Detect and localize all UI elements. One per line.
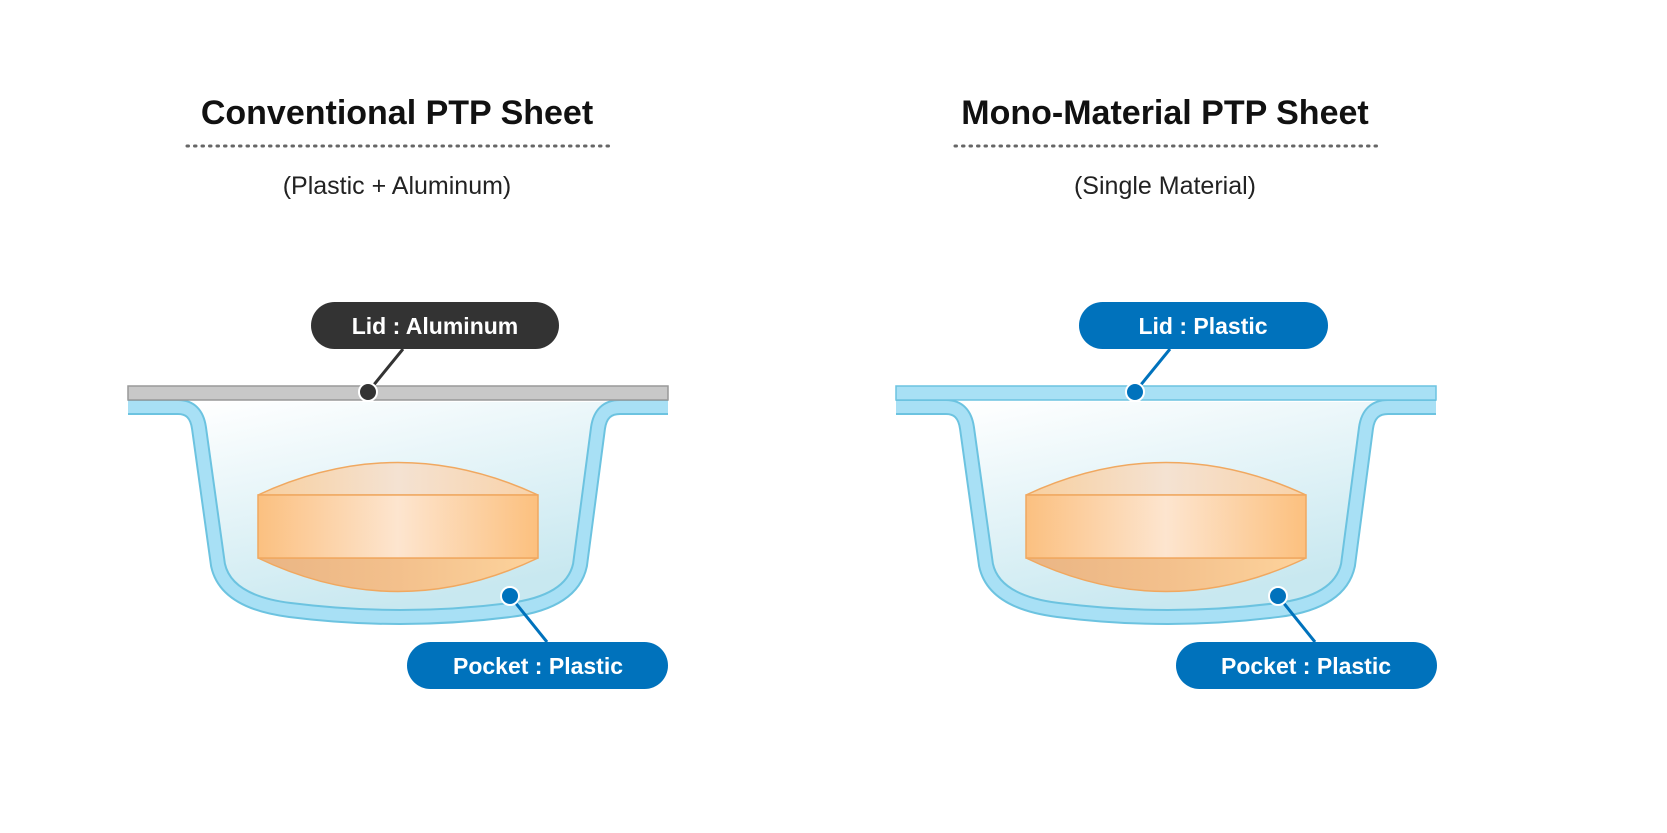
pocket-marker (500, 586, 520, 606)
conventional-ptp-panel: Conventional PTP Sheet (Plastic + Alumin… (128, 94, 668, 689)
left-subtitle: (Plastic + Aluminum) (283, 172, 512, 200)
mono-material-ptp-panel: Mono-Material PTP Sheet (Single Material… (896, 94, 1437, 689)
left-title: Conventional PTP Sheet (201, 94, 593, 132)
pocket-label: Pocket : Plastic (1221, 653, 1391, 679)
pocket-label-pill (407, 642, 668, 689)
right-title: Mono-Material PTP Sheet (961, 94, 1368, 132)
pocket-label-pill (1176, 642, 1437, 689)
pocket-label: Pocket : Plastic (453, 653, 623, 679)
plastic-lid (895, 385, 1437, 401)
lid-label: Lid : Plastic (1138, 313, 1267, 339)
lid-label: Lid : Aluminum (352, 313, 519, 339)
lid-marker (358, 382, 378, 402)
right-subtitle: (Single Material) (1074, 172, 1256, 200)
lid-label-pill (311, 302, 559, 349)
lid-marker (1125, 382, 1145, 402)
left-pocket-and-tablet (128, 402, 668, 617)
pocket-marker (1268, 586, 1288, 606)
lid-label-pill (1079, 302, 1328, 349)
right-pocket-and-tablet (896, 402, 1436, 617)
aluminum-lid (127, 385, 669, 401)
